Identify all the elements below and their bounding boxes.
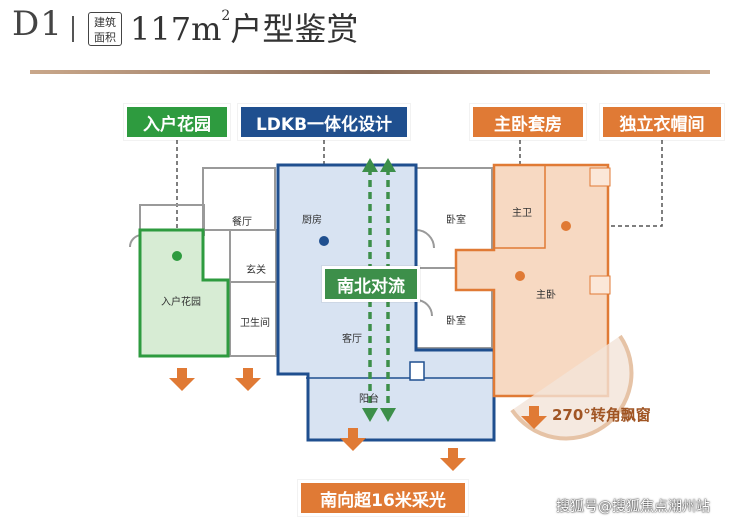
- room-dining: 餐厅: [232, 217, 252, 228]
- page-title: 117m2户型鉴赏: [130, 4, 358, 50]
- sunlight-arrows: [169, 368, 547, 471]
- room-bedroom-b: 卧室: [446, 316, 466, 327]
- room-kitchen: 厨房: [302, 215, 322, 226]
- tag-garden: 入户花园: [124, 104, 230, 140]
- bay-window-label: 270°转角飘窗: [552, 406, 651, 424]
- header-divider: [72, 16, 74, 42]
- badge-line-2: 面积: [94, 31, 116, 44]
- room-bedroom-a: 卧室: [446, 215, 466, 226]
- header-underline: [30, 70, 710, 74]
- tag-ldkb: LDKB一体化设计: [238, 104, 410, 140]
- bay-window-arc: [510, 334, 634, 441]
- tag-sunlight: 南向超16米采光: [298, 480, 468, 516]
- area-superscript: 2: [221, 8, 231, 24]
- room-living: 客厅: [342, 334, 362, 345]
- room-master-bed: 主卧: [536, 290, 556, 301]
- garden-zone: [138, 228, 230, 358]
- area-badge: 建筑 面积: [88, 12, 122, 46]
- tag-master-suite: 主卧套房: [470, 104, 586, 140]
- area-number: 117m: [130, 10, 222, 48]
- tag-wardrobe: 独立衣帽间: [600, 104, 724, 140]
- title-suffix: 户型鉴赏: [230, 10, 359, 48]
- unit-code: D1: [12, 4, 63, 44]
- tag-airflow: 南北对流: [322, 266, 420, 302]
- room-master-bath: 主卫: [512, 208, 532, 219]
- room-garden: 入户花园: [161, 297, 201, 308]
- master-suite-zone: [454, 163, 611, 398]
- room-foyer: 玄关: [246, 265, 266, 276]
- badge-line-1: 建筑: [94, 16, 116, 29]
- ldkb-zone: [276, 163, 496, 442]
- room-bathroom: 卫生间: [240, 318, 270, 329]
- airflow-arrowheads: [362, 158, 396, 422]
- watermark: 搜狐号@搜狐焦点潮州站: [556, 499, 710, 515]
- room-balcony: 阳台: [359, 394, 379, 405]
